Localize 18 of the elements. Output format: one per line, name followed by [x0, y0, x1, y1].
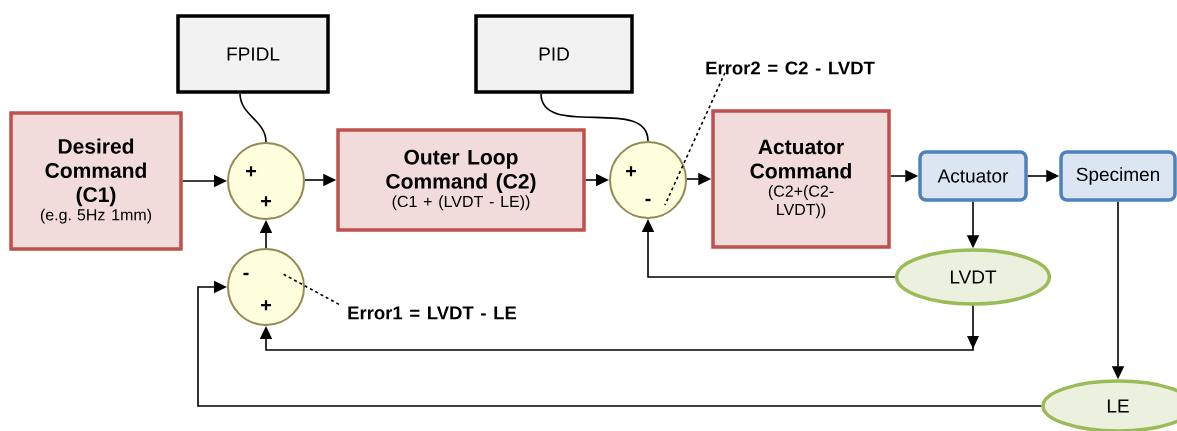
leader-line	[282, 273, 340, 306]
summing-junction: + +	[227, 142, 305, 220]
software-box: FPIDL	[176, 14, 330, 94]
summing-junction: - +	[227, 248, 305, 326]
connector-line	[540, 92, 649, 142]
command-box: Actuator Command (C2+(C2- LVDT))	[711, 109, 891, 249]
software-box: PID	[474, 14, 634, 94]
summing-junction: + -	[609, 141, 687, 219]
device-box: Actuator	[918, 150, 1028, 202]
arrow	[259, 304, 979, 351]
error-label: Error1 = LVDT - LE	[345, 304, 519, 322]
connector-line	[239, 92, 267, 143]
arrow	[197, 280, 1043, 407]
command-box: Outer Loop Command (C2) (C1 + (LVDT - LE))	[336, 128, 586, 232]
leader-line	[664, 71, 726, 206]
device-box: Specimen	[1059, 150, 1177, 202]
command-box: Desired Command (C1) (e.g. 5Hz 1mm)	[9, 111, 183, 251]
error-label: Error2 = C2 - LVDT	[703, 59, 877, 77]
